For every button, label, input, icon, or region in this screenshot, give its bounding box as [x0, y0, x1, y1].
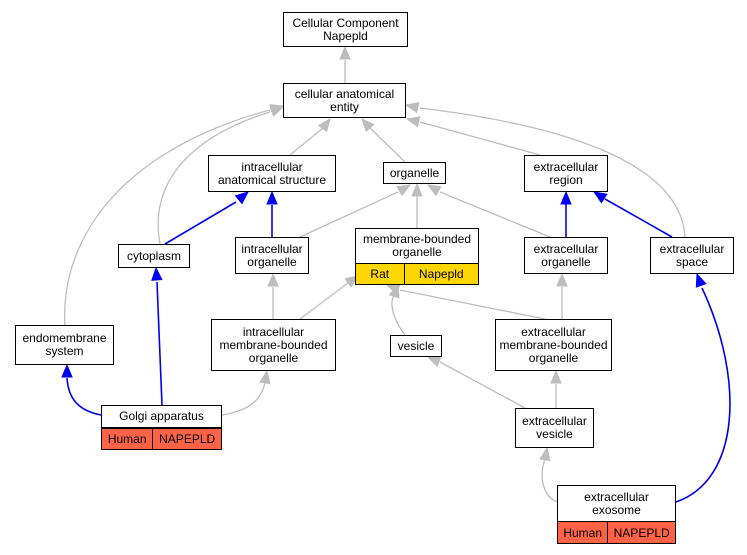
edge-intracellular-structure-to-entity-arrowhead [317, 117, 331, 133]
edge-extracellular-vesicle-to-vesicle [439, 361, 526, 409]
edge-intracellular-organelle-to-organelle-arrowhead [396, 184, 412, 197]
node-cellular-anatomical-entity[interactable]: cellular anatomical entity [283, 83, 406, 118]
node-intracellular-membrane-bounded-organelle[interactable]: intracellular membrane-bounded organelle [211, 319, 336, 371]
edge-intracellular-organelle-partof-structure-arrowhead [266, 190, 278, 205]
edge-extracellular-space-to-entity-arrowhead [404, 101, 420, 114]
edge-extracellular-organelle-partof-region-arrowhead [560, 190, 572, 205]
edge-exosome-to-extracellular-vesicle [541, 459, 558, 503]
edge-extracellular-space-to-entity [419, 107, 686, 238]
edge-intracellular-membrane-bounded-to-membrane-bounded-arrowhead [344, 275, 360, 288]
edge-cytoplasm-partof-intracellular-structure-arrowhead [234, 191, 249, 205]
edge-intracellular-organelle-to-organelle [299, 191, 399, 238]
edge-entity-to-component-arrowhead [339, 45, 351, 60]
annotation-row-human-exosome: Human NAPEPLD [557, 521, 676, 544]
gene-label: NAPEPLD [607, 522, 675, 543]
node-organelle[interactable]: organelle [383, 162, 446, 184]
edge-organelle-to-entity [369, 127, 406, 163]
edge-extracellular-space-partof-region [604, 198, 673, 238]
edge-golgi-partof-endomembrane [66, 377, 102, 416]
edge-exosome-partof-extracellular-space-arrowhead [695, 272, 707, 288]
node-cellular-component[interactable]: Cellular Component Napepld [283, 12, 408, 47]
edge-vesicle-to-membrane-bounded [391, 293, 406, 336]
species-label: Rat [370, 267, 390, 281]
edge-intracellular-membrane-bounded-to-intracellular-organelle-arrowhead [267, 272, 279, 287]
node-endomembrane-system[interactable]: endomembrane system [15, 325, 114, 365]
node-vesicle[interactable]: vesicle [390, 335, 442, 357]
edge-extracellular-region-to-entity-arrowhead [405, 116, 421, 128]
edge-endomembrane-partof-cytoplasm-arrowhead [151, 266, 163, 281]
edge-exosome-to-extracellular-vesicle-arrowhead [539, 446, 551, 462]
node-intracellular-anatomical-structure[interactable]: intracellular anatomical structure [208, 155, 336, 192]
edge-exosome-partof-extracellular-space [675, 287, 731, 503]
edge-endomembrane-to-entity [64, 109, 271, 326]
edge-extracellular-region-to-entity [419, 121, 541, 156]
edge-organelle-to-entity-arrowhead [361, 118, 375, 133]
edge-intracellular-structure-to-entity [289, 127, 324, 156]
edge-extracellular-membrane-bounded-to-extracellular-organelle-arrowhead [556, 272, 568, 287]
edge-extracellular-organelle-to-organelle [439, 191, 551, 238]
node-extracellular-membrane-bounded-organelle[interactable]: extracellular membrane-bounded organelle [495, 319, 612, 371]
edge-membrane-bounded-to-organelle-arrowhead [411, 182, 423, 197]
edge-endomembrane-to-entity-arrowhead [269, 104, 285, 116]
node-membrane-bounded-organelle[interactable]: membrane-bounded organelle [355, 228, 479, 264]
edge-intracellular-membrane-bounded-to-membrane-bounded [299, 282, 349, 320]
node-extracellular-exosome[interactable]: extracellular exosome [557, 485, 676, 522]
edge-extracellular-membrane-bounded-to-membrane-bounded [399, 289, 546, 320]
node-cytoplasm[interactable]: cytoplasm [118, 244, 190, 268]
edge-extracellular-vesicle-to-extracellular-membrane-bounded-arrowhead [550, 369, 562, 384]
annotation-row-rat: Rat Napepld [355, 263, 479, 285]
edge-golgi-partof-endomembrane-arrowhead [61, 363, 73, 378]
node-golgi-apparatus[interactable]: Golgi apparatus [101, 405, 222, 428]
node-extracellular-region[interactable]: extracellular region [524, 155, 608, 192]
species-label: Human [563, 525, 602, 540]
node-intracellular-organelle[interactable]: intracellular organelle [235, 237, 309, 274]
annotation-row-human-golgi: Human NAPEPLD [101, 428, 222, 450]
edge-golgi-to-intracellular-membrane-bounded-arrowhead [259, 369, 271, 385]
edge-cytoplasm-to-entity [157, 111, 271, 245]
species-label: Human [107, 432, 147, 446]
edge-cytoplasm-partof-intracellular-structure [164, 201, 237, 245]
edge-golgi-to-intracellular-membrane-bounded [221, 382, 266, 416]
node-extracellular-organelle[interactable]: extracellular organelle [524, 237, 608, 274]
edge-extracellular-vesicle-to-vesicle-arrowhead [426, 356, 442, 368]
edge-extracellular-organelle-to-organelle-arrowhead [426, 184, 442, 197]
edge-extracellular-space-partof-region-arrowhead [592, 191, 608, 204]
node-extracellular-space[interactable]: extracellular space [650, 237, 734, 274]
edge-endomembrane-partof-cytoplasm [156, 281, 163, 406]
node-extracellular-vesicle[interactable]: extracellular vesicle [515, 408, 594, 448]
gene-label: Napepld [403, 264, 479, 284]
gene-label: NAPEPLD [152, 429, 221, 449]
